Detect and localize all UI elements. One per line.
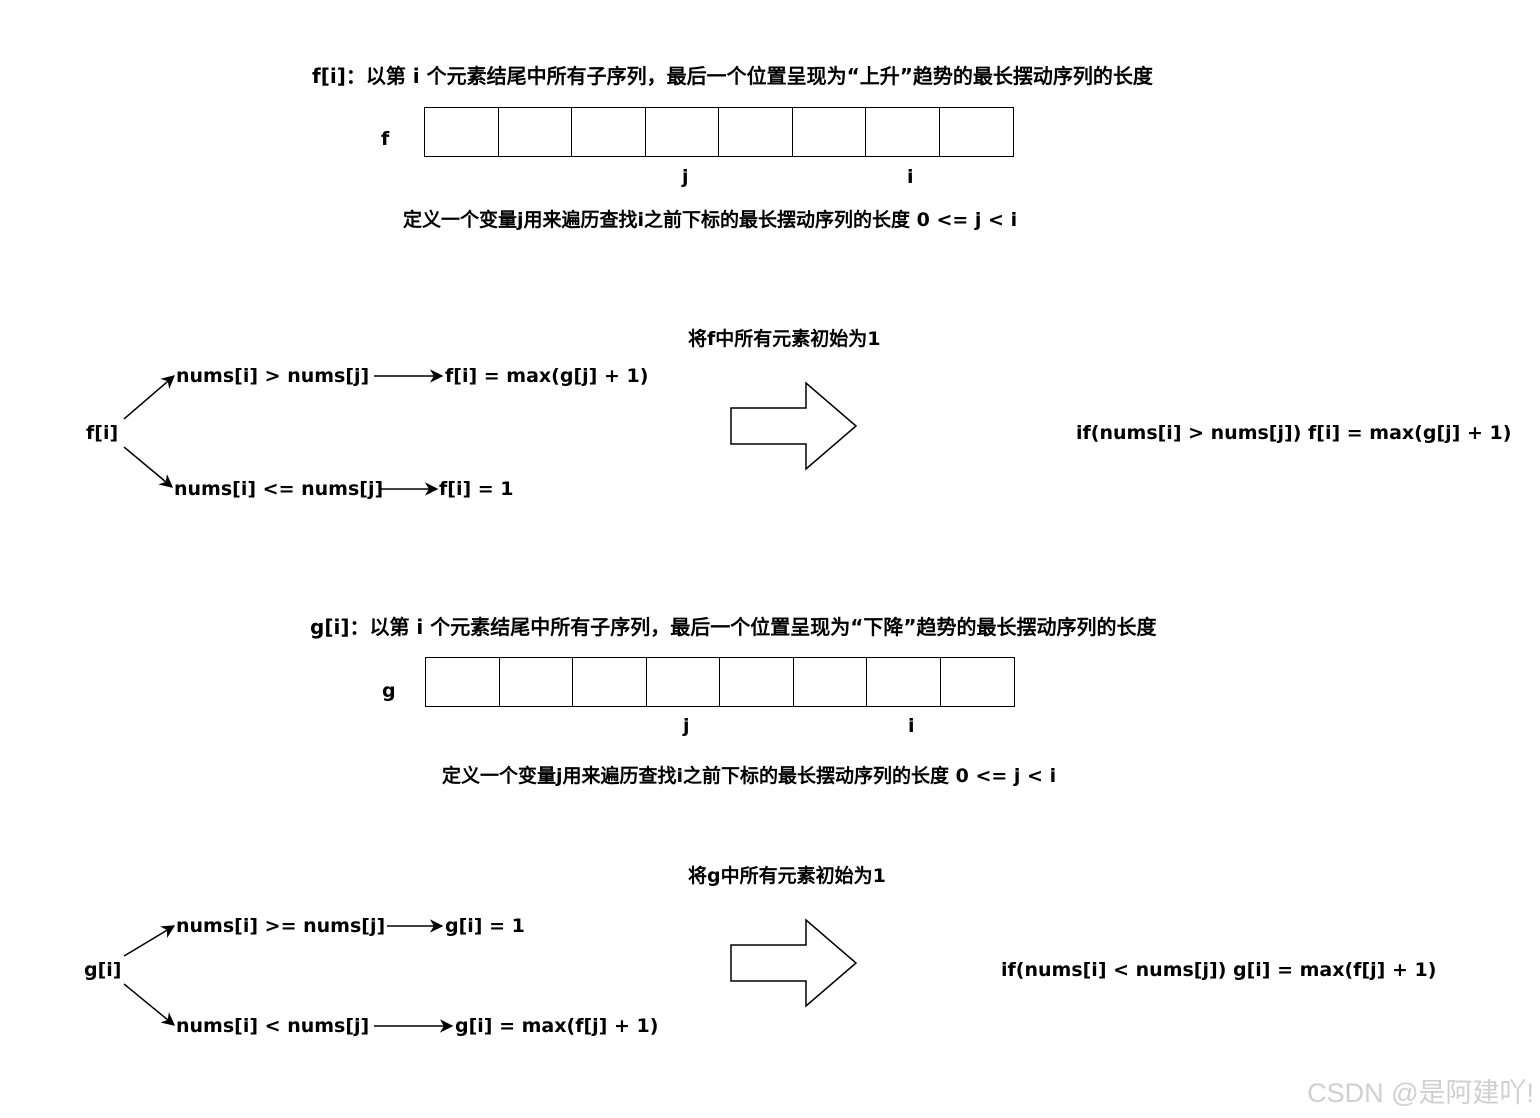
f-block-arrow: [730, 381, 858, 471]
g-loop-note: 定义一个变量j用来遍历查找i之前下标的最长摆动序列的长度 0 <= j < i: [442, 765, 1057, 787]
f-summary: if(nums[i] > nums[j]) f[i] = max(g[j] + …: [1076, 422, 1512, 444]
f-marker-j: j: [682, 166, 689, 188]
f-definition: f[i]：以第 i 个元素结尾中所有子序列，最后一个位置呈现为“上升”趋势的最长…: [312, 64, 1153, 88]
g-array-cell: [572, 657, 647, 707]
f-result-greater: f[i] = max(g[j] + 1): [445, 365, 649, 387]
g-array-cell: [719, 657, 794, 707]
f-loop-note: 定义一个变量j用来遍历查找i之前下标的最长摆动序列的长度 0 <= j < i: [403, 209, 1018, 231]
g-result-less: g[i] = max(f[j] + 1): [455, 1015, 659, 1037]
g-marker-j: j: [683, 715, 690, 737]
f-array-label: f: [381, 128, 390, 150]
f-case-less-equal: nums[i] <= nums[j]: [174, 478, 384, 500]
g-array-cell: [939, 657, 1015, 707]
f-root-label: f[i]: [86, 422, 119, 444]
g-block-arrow: [730, 918, 858, 1008]
f-array-cell: [644, 107, 720, 157]
f-array-cell: [791, 107, 867, 157]
f-array-cell: [938, 107, 1014, 157]
g-array-cell: [498, 657, 574, 707]
g-result-greater-equal: g[i] = 1: [445, 915, 525, 937]
f-array-cell: [497, 107, 573, 157]
g-init-note: 将g中所有元素初始为1: [688, 865, 886, 887]
g-summary: if(nums[i] < nums[j]) g[i] = max(f[j] + …: [1001, 959, 1437, 981]
g-array-cell: [645, 657, 721, 707]
g-definition: g[i]：以第 i 个元素结尾中所有子序列，最后一个位置呈现为“下降”趋势的最长…: [310, 615, 1157, 639]
g-branch-down-arrow: [123, 983, 176, 1026]
g-root-label: g[i]: [84, 959, 122, 981]
g-marker-i: i: [908, 715, 915, 737]
f-array-cell: [865, 107, 940, 157]
f-branch-down-arrow: [123, 446, 174, 488]
f-case-greater: nums[i] > nums[j]: [176, 365, 370, 387]
f-marker-i: i: [907, 166, 914, 188]
f-init-note: 将f中所有元素初始为1: [688, 328, 881, 350]
f-result-less-equal: f[i] = 1: [439, 478, 514, 500]
f-array-cell: [571, 107, 646, 157]
f-branch-up-arrow: [123, 375, 176, 420]
g-branch-up-arrow: [123, 925, 176, 957]
g-array: [425, 657, 1015, 707]
f-array: [424, 107, 1014, 157]
g-case-greater-equal: nums[i] >= nums[j]: [176, 915, 386, 937]
watermark: CSDN @是阿建吖!: [1307, 1078, 1534, 1108]
g-case-less: nums[i] < nums[j]: [176, 1015, 370, 1037]
g-array-label: g: [382, 680, 396, 702]
